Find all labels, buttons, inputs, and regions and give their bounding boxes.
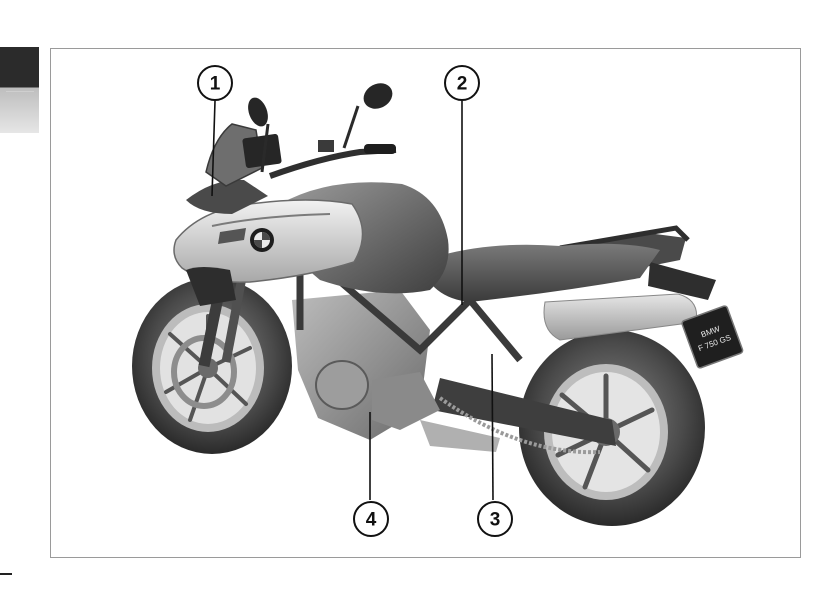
callout-2: 2: [445, 66, 479, 100]
callout-4-number: 4: [366, 510, 377, 531]
callout-2-number: 2: [457, 74, 468, 95]
right-mirror: [344, 78, 397, 148]
engine-cover: [316, 361, 368, 409]
callout-1-number: 1: [210, 74, 221, 95]
handlebar: [270, 140, 396, 176]
callout-1: 1: [198, 66, 232, 100]
callout-3-number: 3: [490, 510, 501, 531]
rear-fender: [648, 262, 716, 300]
callout-3: 3: [478, 502, 512, 536]
callout-4: 4: [354, 502, 388, 536]
engine-side-cover: [372, 372, 440, 430]
leader-line-3: [492, 354, 493, 500]
brand-roundel: [250, 228, 274, 252]
seat: [420, 244, 660, 302]
